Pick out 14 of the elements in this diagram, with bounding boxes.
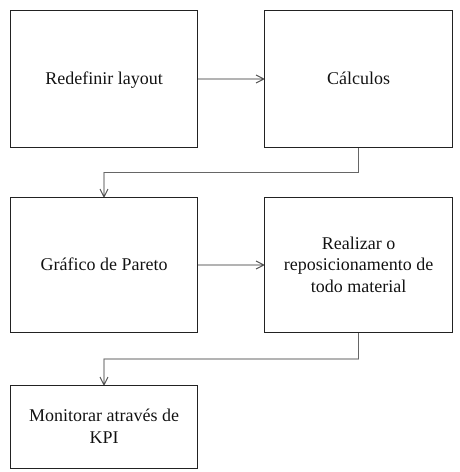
process-box — [10, 197, 198, 333]
arrow — [198, 74, 264, 84]
process-box — [264, 10, 453, 148]
box-label: Monitorar através de KPI — [28, 405, 180, 449]
box-label: Cálculos — [327, 68, 390, 90]
box-label: Realizar o reposicionamento de todo material — [282, 232, 434, 298]
arrow — [198, 260, 264, 270]
arrow — [100, 148, 359, 198]
process-box — [10, 385, 198, 469]
process-box — [264, 197, 453, 333]
box-label: Gráfico de Pareto — [40, 254, 168, 276]
process-box — [10, 10, 198, 148]
arrow — [100, 332, 359, 386]
box-label: Redefinir layout — [45, 68, 163, 90]
